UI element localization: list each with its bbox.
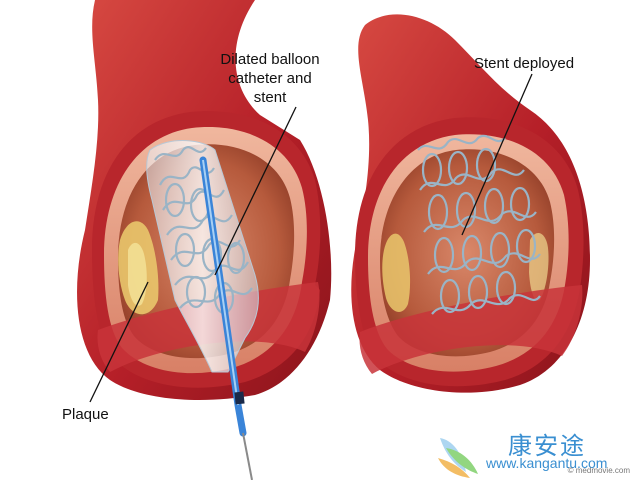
wing-logo-icon: [438, 438, 478, 478]
right-artery: [351, 14, 590, 393]
guide-wire: [242, 432, 253, 480]
balloon-leader-line: [214, 106, 297, 276]
stent-deployed-label: Stent deployed: [474, 55, 575, 72]
balloon-label-line1: Dilated balloon: [220, 51, 320, 68]
stent-leader-line: [461, 73, 533, 236]
plaque-leader-line: [89, 281, 149, 403]
right-cut-face: [359, 285, 583, 374]
catheter-highlight: [202, 159, 239, 406]
copyright-text: © medmovie.com: [567, 466, 630, 475]
watermark-url: www.kangantu.com: [486, 455, 608, 471]
left-artery: [77, 0, 332, 480]
watermark-chinese: 康安途: [508, 432, 586, 460]
balloon-label-line3: stent: [253, 89, 287, 106]
plaque-label: Plaque: [62, 406, 109, 423]
balloon-catheter-label: Dilated balloon catheter and stent: [210, 50, 330, 107]
balloon-label-line2: catheter and: [228, 70, 312, 87]
right-plaque: [382, 233, 411, 312]
catheter-marker-band: [234, 391, 245, 405]
deployed-stent-mesh: [417, 134, 541, 315]
left-plaque-highlight: [128, 242, 147, 306]
